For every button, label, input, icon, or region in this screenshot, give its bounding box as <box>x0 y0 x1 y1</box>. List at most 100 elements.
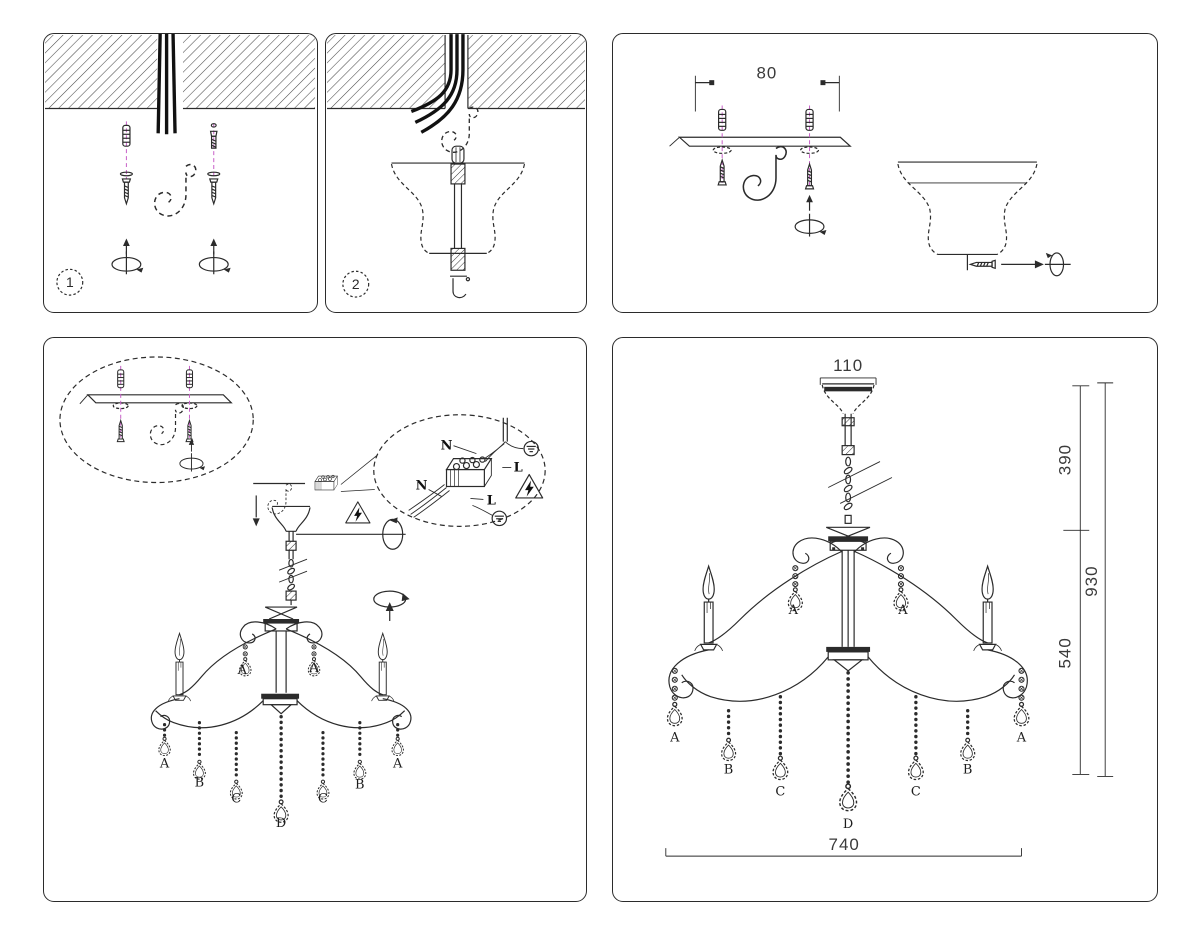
rotate-icon <box>198 250 232 275</box>
canopy-screw <box>969 252 1071 277</box>
canopy <box>897 161 1038 271</box>
length-break-symbol <box>828 461 893 504</box>
mounting-plate <box>669 136 852 154</box>
ceiling-hatch <box>326 35 586 110</box>
crystal-label: B <box>355 777 365 792</box>
crystal-label: A <box>392 756 403 771</box>
ceiling-hatch <box>44 35 316 110</box>
wire-label-n: N <box>441 439 453 454</box>
screw-icon <box>121 178 131 205</box>
rotate-icon <box>794 213 828 238</box>
lower-rail <box>296 700 406 729</box>
arm-scroll <box>987 649 1028 699</box>
step-badge: 1 <box>56 268 84 296</box>
step-badge: 2 <box>342 270 370 298</box>
crystal-drop <box>960 737 976 762</box>
crystal-label: D <box>276 816 286 831</box>
crystal-drop <box>391 736 404 757</box>
arrow-right-icon <box>1034 260 1044 269</box>
chandelier: A A <box>150 606 412 831</box>
washer-icon <box>119 171 133 177</box>
ground-icon <box>523 440 539 457</box>
arm-scroll <box>382 698 412 730</box>
suspension-rod <box>828 413 893 511</box>
crystal-drop <box>839 783 858 812</box>
terminal-block <box>314 474 338 491</box>
dimension-body-width: 740 <box>665 835 1022 857</box>
fixture-cable <box>408 484 450 518</box>
screw-icon <box>969 259 996 269</box>
lower-rail <box>155 700 264 729</box>
crystal-label: B <box>195 775 205 790</box>
canopy <box>271 505 311 532</box>
crystal-label: A <box>669 731 680 746</box>
overall-height-label: 930 <box>1082 566 1101 597</box>
rotate-icon <box>382 517 404 550</box>
scroll-arm <box>285 621 323 644</box>
chain-with-break <box>278 558 308 591</box>
crystal-label: A <box>159 756 170 771</box>
crystal-drop <box>721 737 737 762</box>
body-height-label: 540 <box>1055 637 1074 668</box>
mains-wires <box>410 34 465 134</box>
panel-step-2: 2 <box>325 33 587 313</box>
step-2-number: 2 <box>352 276 360 292</box>
panel-step-1: 1 <box>43 33 318 313</box>
dimension-heights: 390 930 540 <box>1055 382 1114 777</box>
crystal-drop <box>353 759 367 780</box>
warning-electricity-icon <box>515 473 544 499</box>
crystal-label: B <box>963 762 973 777</box>
supply-cable <box>502 417 508 442</box>
ceiling-hook-icon <box>267 483 293 515</box>
scroll-arm <box>792 537 843 564</box>
crystal-label: A <box>1016 731 1027 746</box>
arm <box>708 550 843 644</box>
ceiling-hook-icon <box>149 402 184 446</box>
rotate-icon <box>179 452 206 473</box>
canopy-width-label: 110 <box>833 356 863 375</box>
mains-wires <box>156 34 177 135</box>
arrow-down-icon <box>252 518 260 527</box>
crystal-label: A <box>308 661 319 676</box>
crystal-label: D <box>843 817 853 832</box>
wire-label-n: N <box>416 478 428 493</box>
scroll-arm <box>239 621 277 644</box>
bracket-callout <box>59 356 254 484</box>
rotate-icon <box>373 590 410 621</box>
crystal-drop <box>158 736 171 757</box>
wire-label-l: L <box>487 493 496 508</box>
suspension-length-label: 390 <box>1055 444 1074 475</box>
ground-icon <box>491 510 508 527</box>
arm <box>285 628 383 696</box>
ceiling-hook-icon <box>742 145 787 201</box>
bead-chains <box>162 714 400 801</box>
dimension-80: 80 <box>694 64 840 112</box>
crystal-drop <box>907 755 924 781</box>
crystal-label: C <box>318 791 328 806</box>
wall-anchor-icon <box>185 369 194 389</box>
arm <box>853 550 988 644</box>
crystal-label: C <box>775 784 785 799</box>
chandelier: A A <box>666 514 1030 832</box>
panel-hanging-step: N L N L <box>43 337 587 902</box>
washer-icon <box>207 171 221 177</box>
rotate-icon <box>111 250 144 275</box>
lower-rail <box>681 656 829 702</box>
left-anchor-assembly <box>111 121 144 275</box>
body-width-label: 740 <box>829 835 860 854</box>
scroll-arm <box>853 537 904 564</box>
warning-electricity-icon <box>345 501 371 524</box>
bead-chains <box>726 671 970 785</box>
arm-scroll <box>668 649 709 699</box>
panel-dimensions: 110 <box>612 337 1158 902</box>
panel-bracket-detail: 80 <box>612 33 1158 313</box>
step-1-number: 1 <box>66 274 74 290</box>
arm <box>179 628 277 696</box>
crystal-drop <box>666 701 683 727</box>
crystal-label: A <box>897 603 908 618</box>
canopy <box>821 383 875 415</box>
screw-icon <box>209 178 219 205</box>
arm-scroll <box>150 698 180 730</box>
crystal-label: A <box>788 603 799 618</box>
